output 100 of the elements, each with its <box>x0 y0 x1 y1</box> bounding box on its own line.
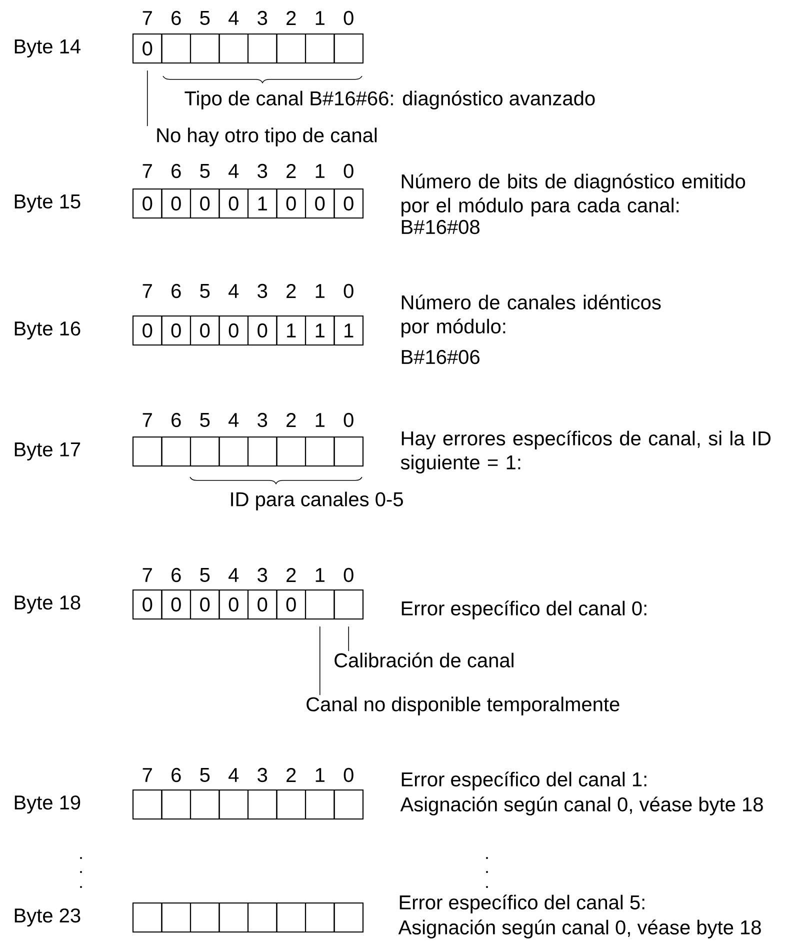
bit-number: 5 <box>200 768 210 782</box>
bit-cell <box>276 902 306 933</box>
bit-cell <box>304 789 335 820</box>
bit-number: 0 <box>344 164 354 178</box>
bit-cell <box>247 902 278 933</box>
bit-cell: 0 <box>161 589 192 620</box>
bit-cell <box>190 902 220 933</box>
bit-number: 3 <box>258 768 268 782</box>
bit-number: 5 <box>200 413 210 427</box>
bit-number: 6 <box>172 768 181 782</box>
bit-number: 2 <box>286 11 296 25</box>
bit-cell <box>247 436 278 467</box>
bit-number: 2 <box>286 768 296 782</box>
bit-number: 1 <box>316 284 324 298</box>
bit-cell <box>161 33 192 64</box>
bit-number: 6 <box>172 10 181 26</box>
bit-number: 4 <box>228 11 239 25</box>
bit-number: 6 <box>172 164 181 178</box>
bit-number: 2 <box>286 413 296 427</box>
bit-number: 4 <box>228 164 239 178</box>
bit-number: 5 <box>200 11 210 25</box>
bit-cell <box>161 789 192 820</box>
bit-number: 3 <box>258 284 268 298</box>
bit-cell: 0 <box>276 589 306 620</box>
bit-number: 7 <box>142 284 152 298</box>
bit-cell: 0 <box>190 315 220 346</box>
bit-cell: 0 <box>132 33 162 64</box>
bit-cell: 1 <box>276 315 306 346</box>
annotation-text: No hay otro tipo de canal <box>157 128 377 146</box>
bit-cell: 0 <box>276 188 306 219</box>
bit-cell: 0 <box>334 188 364 219</box>
bit-number: 1 <box>316 164 324 178</box>
description-text: Asignación según canal 0, véase byte 18 <box>398 920 761 938</box>
leader-line <box>348 626 350 652</box>
bit-cell: 0 <box>161 315 192 346</box>
bit-cell <box>190 33 220 64</box>
leader-line <box>319 626 320 696</box>
byte-label: Byte 19 <box>14 795 80 814</box>
byte-label: Byte 17 <box>14 442 80 460</box>
description-text: Tipo de canal B#16#66: diagnóstico avanzado <box>184 90 595 110</box>
bit-cell <box>304 33 335 64</box>
bit-cell: 0 <box>218 589 249 620</box>
bit-cell <box>276 436 306 467</box>
byte-label: Byte 23 <box>14 908 80 927</box>
bit-number: 0 <box>344 412 354 428</box>
bit-number: 7 <box>142 11 152 25</box>
bit-number: 5 <box>200 284 210 298</box>
description-text: Asignación según canal 0, véase byte 18 <box>400 796 763 816</box>
byte-label: Byte 15 <box>14 194 80 212</box>
bit-number: 4 <box>228 413 239 427</box>
bit-cell <box>218 789 249 820</box>
description-text: Error específico del canal 5: <box>400 894 644 914</box>
bit-cell: 0 <box>132 315 162 346</box>
bit-cell <box>247 33 278 64</box>
bit-number: 1 <box>316 768 324 782</box>
bit-cell: 0 <box>247 315 278 346</box>
bit-cell <box>132 436 162 467</box>
bit-cell <box>161 436 192 467</box>
bit-number: 1 <box>316 11 324 25</box>
leader-line <box>146 70 148 126</box>
bit-number: 3 <box>258 164 268 178</box>
description-text: B#16#06 <box>402 350 480 364</box>
bit-number: 3 <box>258 412 268 428</box>
description-text: Error específico del canal 0: <box>402 600 646 620</box>
bit-cell: 0 <box>304 188 335 219</box>
bit-cell <box>161 902 192 933</box>
bit-number: 5 <box>200 164 210 178</box>
bit-cell: 1 <box>334 315 364 346</box>
bit-cell <box>334 589 364 620</box>
bit-cell <box>218 33 249 64</box>
bit-cell: 0 <box>218 188 249 219</box>
bit-cell <box>218 436 249 467</box>
bit-number: 6 <box>172 284 181 298</box>
bit-cell: 0 <box>190 589 220 620</box>
description-text: B#16#08 <box>402 220 480 234</box>
bit-number: 0 <box>344 284 354 298</box>
bit-cell: 0 <box>161 188 192 219</box>
bit-cell <box>190 789 220 820</box>
bit-cell <box>334 789 364 820</box>
bit-number: 4 <box>228 768 239 782</box>
bit-cell <box>190 436 220 467</box>
bit-cell: 0 <box>132 188 162 219</box>
byte-label: Byte 18 <box>14 595 80 614</box>
description-text: Número de bits de diagnóstico emitido por el módulo para cada canal: <box>402 174 746 216</box>
bit-number: 4 <box>228 284 239 298</box>
bit-number: 1 <box>316 568 324 582</box>
bit-number: 7 <box>142 568 152 582</box>
bit-cell <box>276 789 306 820</box>
bit-cell: 0 <box>247 589 278 620</box>
bit-number: 2 <box>286 164 296 178</box>
bit-cell <box>304 436 335 467</box>
bit-number: 2 <box>286 284 296 298</box>
bit-cell <box>334 902 364 933</box>
bit-cell <box>304 902 335 933</box>
byte-label: Byte 16 <box>14 321 80 340</box>
bit-number: 6 <box>172 412 181 428</box>
bit-cell <box>132 789 162 820</box>
byte-label: Byte 14 <box>14 40 80 58</box>
bit-number: 0 <box>344 768 354 782</box>
bit-cell <box>304 589 335 620</box>
